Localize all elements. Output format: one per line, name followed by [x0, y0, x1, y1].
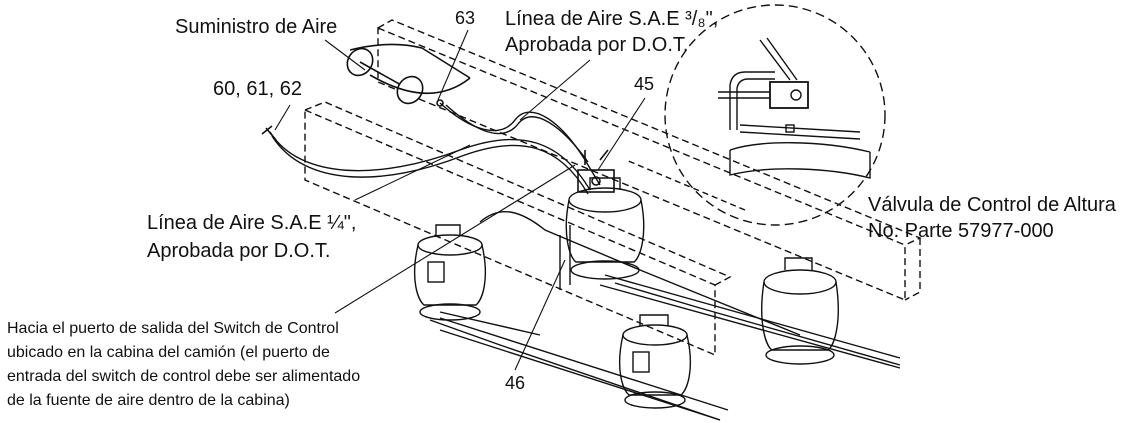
axle-beam-front: [439, 317, 729, 421]
ref-60-61-62-label: 60, 61, 62: [213, 78, 302, 100]
air-spring-rear-left: [565, 177, 901, 366]
switch-label-line2: ubicado en la cabina del camión (el puer…: [7, 344, 330, 361]
air-line-1-4: [269, 131, 591, 191]
air-line-3-8-label-line2: Aprobada por D.O.T.: [505, 34, 689, 56]
air-spring-front-right: [618, 314, 692, 409]
air-spring-rear-right: [761, 257, 839, 365]
air-tank: [346, 43, 471, 107]
leader-lines: [274, 29, 646, 371]
ref-45-label: 45: [634, 74, 655, 94]
air-line-3-8-label-line1: Línea de Aire S.A.E ³/₈",: [505, 8, 719, 30]
lower-frame-rail: [304, 101, 732, 357]
air-line-1-4-label-line2: Aprobada por D.O.T.: [147, 240, 331, 262]
switch-label-line4: de la fuente de aire dentro de la cabina…: [7, 392, 290, 409]
axle-beam-rear: [599, 274, 901, 369]
ref-46-label: 46: [505, 373, 526, 393]
air-line-3-8: [439, 102, 601, 186]
valve-detail-callout: [625, 4, 886, 226]
switch-label-line1: Hacia el puerto de salida del Switch de …: [7, 320, 339, 337]
switch-label-line3: entrada del switch de control debe ser a…: [7, 368, 361, 385]
air-supply-label: Suministro de Aire: [175, 16, 338, 38]
air-spring-front-left: [413, 224, 721, 421]
height-valve: [577, 149, 615, 193]
valve-label-line2: No. Parte 57977-000: [868, 220, 1054, 242]
valve-label-line1: Válvula de Control de Altura: [868, 194, 1116, 216]
air-line-1-4-label-line1: Línea de Aire S.A.E ¼",: [147, 212, 357, 234]
ref-63-label: 63: [455, 8, 476, 28]
